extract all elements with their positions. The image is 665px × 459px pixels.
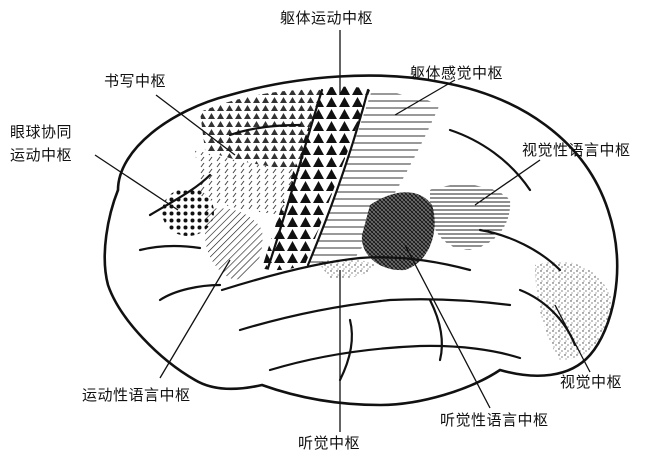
label-eye-line2: 运动中枢 — [10, 145, 72, 165]
label-somatosensory: 躯体感觉中枢 — [410, 63, 503, 83]
label-visual: 视觉中枢 — [560, 372, 622, 392]
label-eye-line1: 眼球协同 — [10, 122, 72, 142]
label-writing: 书写中枢 — [104, 71, 166, 91]
label-auditory-language: 听觉性语言中枢 — [440, 410, 549, 430]
label-somatomotor: 躯体运动中枢 — [280, 8, 373, 28]
label-auditory: 听觉中枢 — [298, 433, 360, 453]
label-motor-language: 运动性语言中枢 — [82, 385, 191, 405]
label-visual-language: 视觉性语言中枢 — [522, 140, 631, 160]
